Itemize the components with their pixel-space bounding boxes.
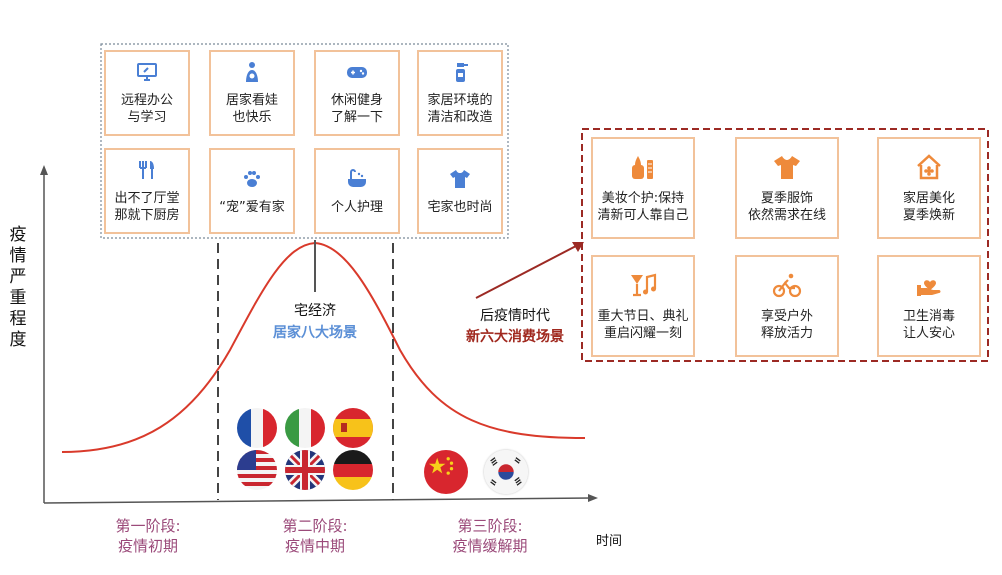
x-axis [43, 497, 593, 504]
usa-flag-icon [237, 450, 277, 490]
home-scene-card-cleaning: 家居环境的 清洁和改造 [417, 50, 503, 136]
home-scene-label: “宠”爱有家 [219, 199, 285, 215]
post-scene-card-festivals: 重大节日、典礼 重启闪耀一刻 [591, 255, 695, 357]
home-scene-card-cooking: 出不了厅堂 那就下厨房 [104, 148, 190, 234]
south-korea-flag-icon [484, 450, 528, 494]
y-axis-arrow [40, 165, 48, 175]
post-scene-card-home-decor: 家居美化 夏季焕新 [877, 137, 981, 239]
home-scene-label: 居家看娃 也快乐 [225, 93, 278, 125]
cosmetics-icon [628, 152, 658, 182]
post-scene-label: 家居美化 夏季焕新 [902, 191, 955, 223]
tshirt-icon [447, 167, 473, 193]
home-scene-card-fitness: 休闲健身 了解一下 [314, 50, 400, 136]
gamepad-icon [344, 60, 370, 86]
x-axis-label: 时间 [596, 534, 623, 549]
home-scene-card-personal-care: 个人护理 [314, 148, 400, 234]
home-scene-card-fashion: 宅家也时尚 [417, 148, 503, 234]
post-scene-label: 美妆个护:保持 清新可人靠自己 [597, 191, 689, 223]
china-flag-icon [424, 450, 468, 494]
uk-flag-icon [285, 450, 325, 490]
bath-icon [344, 167, 370, 193]
post-annotation-subtitle: 新六大消费场景 [466, 329, 564, 345]
phase-1-label: 第一阶段: 疫情初期 [115, 517, 181, 555]
home-scene-label: 出不了厅堂 那就下厨房 [114, 191, 180, 223]
baby-icon [239, 60, 265, 86]
post-scene-label: 卫生消毒 让人安心 [902, 309, 955, 341]
home-scene-label: 家居环境的 清洁和改造 [427, 93, 493, 125]
mid-annotation-subtitle: 居家八大场景 [273, 325, 357, 341]
post-scene-label: 夏季服饰 依然需求在线 [747, 191, 826, 223]
post-scene-card-cosmetics: 美妆个护:保持 清新可人靠自己 [591, 137, 695, 239]
x-axis-arrow [588, 494, 598, 502]
phase-3-label: 第三阶段: 疫情缓解期 [452, 517, 528, 555]
post-scene-label: 享受户外 释放活力 [760, 309, 813, 341]
post-scene-label: 重大节日、典礼 重启闪耀一刻 [597, 309, 689, 341]
home-scene-label: 远程办公 与学习 [120, 93, 173, 125]
home-scene-label: 休闲健身 了解一下 [330, 93, 383, 125]
post-arrow-line [475, 245, 577, 299]
home-scene-card-pets: “宠”爱有家 [209, 148, 295, 234]
post-arrow-head [572, 242, 584, 252]
phase-2-label: 第二阶段: 疫情中期 [282, 517, 348, 555]
home-scene-card-remote-work: 远程办公 与学习 [104, 50, 190, 136]
germany-flag-icon [333, 450, 373, 490]
home-scene-label: 个人护理 [330, 199, 383, 215]
france-flag-icon [237, 408, 277, 448]
cyclist-icon [772, 270, 802, 300]
tshirt-icon [772, 152, 802, 182]
spain-flag-icon [333, 408, 373, 448]
post-scene-card-summer-clothing: 夏季服饰 依然需求在线 [735, 137, 839, 239]
hand-heart-icon [914, 270, 944, 300]
home-scene-label: 宅家也时尚 [427, 199, 493, 215]
monitor-icon [134, 60, 160, 86]
cocktail-music-icon [628, 270, 658, 300]
y-axis-label: 疫 情 严 重 程 度 [9, 225, 27, 350]
mid-annotation-title: 宅经济 [294, 303, 336, 319]
cutlery-icon [134, 158, 160, 184]
spray-bottle-icon [447, 60, 473, 86]
home-scene-card-childcare: 居家看娃 也快乐 [209, 50, 295, 136]
home-scenes-frame [100, 43, 509, 239]
paw-icon [239, 167, 265, 193]
post-scene-card-hygiene: 卫生消毒 让人安心 [877, 255, 981, 357]
post-annotation-title: 后疫情时代 [480, 308, 550, 324]
italy-flag-icon [285, 408, 325, 448]
post-scene-card-outdoor: 享受户外 释放活力 [735, 255, 839, 357]
house-flower-icon [914, 152, 944, 182]
